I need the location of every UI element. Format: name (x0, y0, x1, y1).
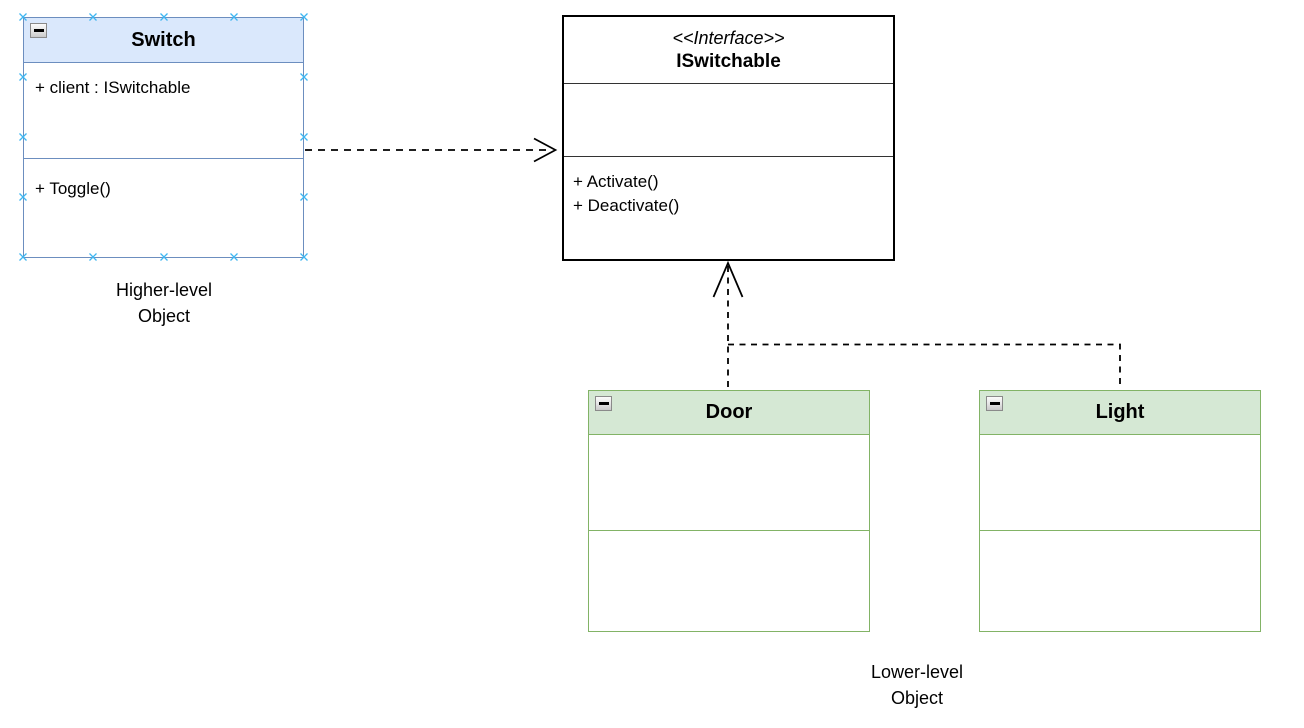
label-line: Lower-level (870, 662, 964, 682)
minus-icon (33, 29, 44, 32)
collapse-button[interactable] (30, 23, 47, 38)
class-box-light[interactable]: Light (979, 390, 1261, 632)
method-row: + Activate() (573, 172, 659, 191)
method-row: + Deactivate() (573, 196, 680, 215)
class-title: Door (705, 401, 753, 423)
door-header[interactable]: Door (589, 391, 869, 435)
switch-header[interactable]: Switch (24, 18, 303, 63)
class-box-door[interactable]: Door (588, 390, 870, 632)
label-line: Object (137, 306, 191, 326)
interface-title: ISwitchable (676, 51, 781, 72)
realization-arrowhead-icon (712, 260, 744, 298)
iswitchable-methods-section: + Activate() + Deactivate() (564, 157, 893, 218)
switch-attributes-section: + client : ISwitchable (24, 63, 303, 159)
class-title: Light (1095, 401, 1145, 423)
iswitchable-header[interactable]: <<Interface>> ISwitchable (564, 17, 893, 84)
minus-icon (989, 402, 1000, 405)
realization-branch-light[interactable] (728, 343, 1121, 390)
iswitchable-attributes-section (564, 84, 893, 157)
class-box-switch[interactable]: Switch + client : ISwitchable + Toggle() (23, 17, 304, 258)
minus-icon (598, 402, 609, 405)
attribute-row: + client : ISwitchable (35, 78, 191, 97)
collapse-button[interactable] (986, 396, 1003, 411)
door-attributes-section (589, 435, 869, 531)
lower-level-object-label[interactable]: Lower-level Object (837, 659, 997, 711)
realization-edge-door-light-iswitchable[interactable] (712, 260, 1121, 390)
open-arrowhead-icon (533, 137, 558, 163)
method-row: + Toggle() (35, 179, 111, 198)
dependency-edge-switch-iswitchable[interactable] (305, 137, 558, 163)
switch-methods-section: + Toggle() (24, 159, 303, 201)
interface-box-iswitchable[interactable]: <<Interface>> ISwitchable + Activate() +… (562, 15, 895, 261)
collapse-button[interactable] (595, 396, 612, 411)
stereotype-label: <<Interface>> (672, 28, 785, 48)
label-line: Object (890, 688, 944, 708)
higher-level-object-label[interactable]: Higher-level Object (84, 277, 244, 329)
class-title: Switch (131, 28, 196, 51)
light-header[interactable]: Light (980, 391, 1260, 435)
label-line: Higher-level (115, 280, 213, 300)
light-attributes-section (980, 435, 1260, 531)
